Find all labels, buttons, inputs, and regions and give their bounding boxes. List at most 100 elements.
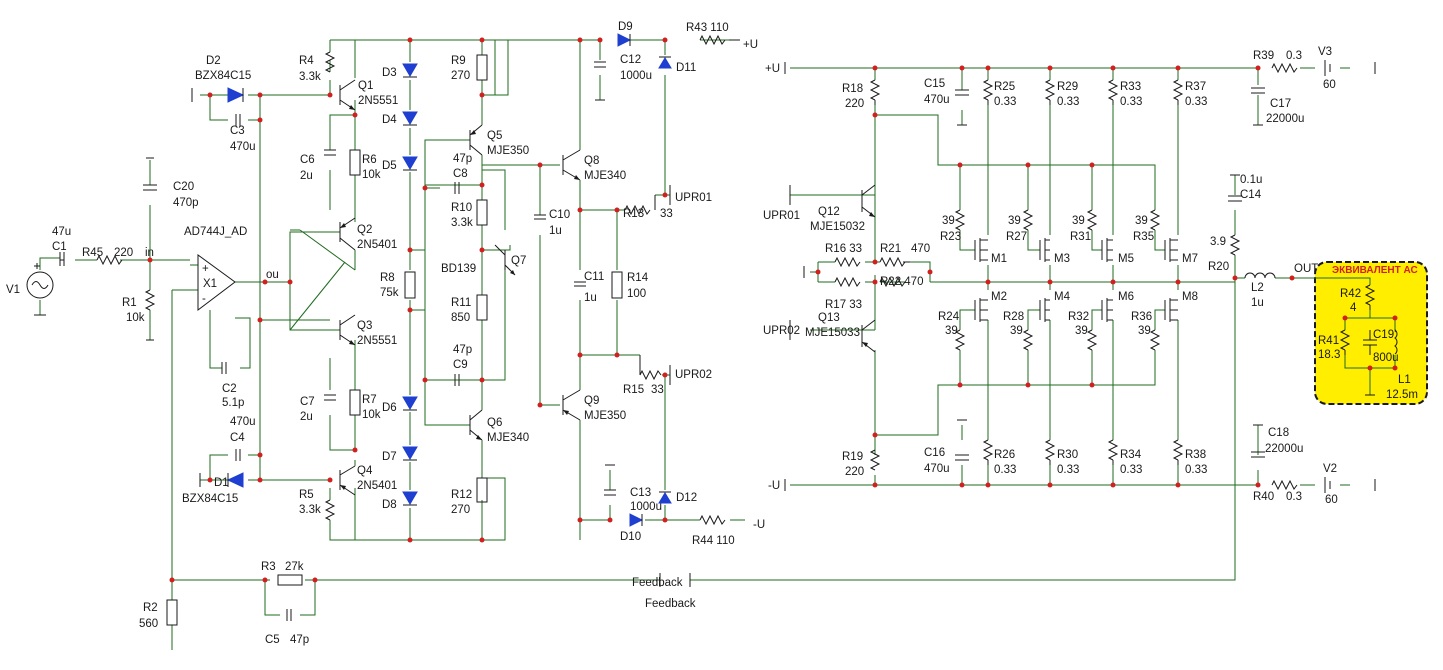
r38-resistor[interactable] xyxy=(1172,439,1184,465)
q5-transistor[interactable] xyxy=(469,124,483,156)
r15-resistor[interactable] xyxy=(639,355,662,381)
r37-resistor[interactable] xyxy=(1172,79,1184,105)
q9-transistor[interactable] xyxy=(562,389,581,421)
r20-resistor[interactable] xyxy=(1229,234,1241,256)
d7-diode[interactable] xyxy=(402,446,418,461)
r19-resistor[interactable] xyxy=(869,449,881,471)
c19-capacitor[interactable] xyxy=(1363,330,1377,355)
d3-diode[interactable] xyxy=(402,63,418,78)
q12-transistor[interactable] xyxy=(861,184,876,218)
q8-transistor[interactable] xyxy=(562,149,581,181)
d1-zener[interactable] xyxy=(199,472,244,488)
c9-capacitor[interactable] xyxy=(454,374,460,386)
q4-transistor[interactable] xyxy=(339,465,356,496)
r2-resistor[interactable] xyxy=(166,599,178,626)
c14-capacitor[interactable] xyxy=(1228,174,1242,202)
m5-mosfet[interactable] xyxy=(1101,238,1113,262)
c4-capacitor[interactable] xyxy=(235,449,241,461)
d6-diode[interactable] xyxy=(402,396,418,411)
d12-diode[interactable] xyxy=(658,491,672,504)
m2-mosfet[interactable] xyxy=(974,298,988,322)
c20-capacitor[interactable] xyxy=(143,157,157,191)
c11-capacitor[interactable] xyxy=(574,281,586,287)
r31-resistor[interactable] xyxy=(1086,209,1098,231)
c3-capacitor[interactable] xyxy=(235,114,241,126)
q1-transistor[interactable] xyxy=(339,79,356,111)
d2-zener[interactable] xyxy=(191,87,245,103)
r18-resistor[interactable] xyxy=(869,79,881,105)
v3-supply[interactable] xyxy=(1324,60,1376,76)
m1-mosfet[interactable] xyxy=(974,238,988,262)
r35-resistor[interactable] xyxy=(1149,209,1161,231)
x1-opamp[interactable]: + - xyxy=(197,254,236,312)
r44-resistor[interactable] xyxy=(699,514,726,526)
r25-resistor[interactable] xyxy=(982,79,994,105)
d5-diode[interactable] xyxy=(402,156,418,171)
v2-supply[interactable] xyxy=(1324,477,1376,493)
l1-inductor[interactable] xyxy=(1394,329,1398,355)
d9-diode[interactable] xyxy=(617,33,632,47)
m8-mosfet[interactable] xyxy=(1164,298,1178,322)
r34-resistor[interactable] xyxy=(1107,439,1119,465)
r30-resistor[interactable] xyxy=(1044,439,1056,465)
c8-capacitor[interactable] xyxy=(454,182,460,194)
c13-capacitor[interactable] xyxy=(604,464,616,496)
r33-resistor[interactable] xyxy=(1107,79,1119,105)
d10-diode[interactable] xyxy=(629,513,644,527)
q3-transistor[interactable] xyxy=(339,314,356,346)
c18-capacitor[interactable] xyxy=(1251,424,1265,458)
r12-resistor[interactable] xyxy=(476,477,488,503)
r3-resistor[interactable] xyxy=(277,574,303,586)
r43-resistor[interactable] xyxy=(699,34,740,46)
q2-transistor[interactable] xyxy=(339,217,356,251)
c5-capacitor[interactable] xyxy=(286,609,292,621)
m4-mosfet[interactable] xyxy=(1039,298,1050,322)
r5-resistor[interactable] xyxy=(324,499,336,521)
r28-resistor[interactable] xyxy=(1022,329,1034,351)
r13-resistor[interactable] xyxy=(624,195,656,216)
r32-resistor[interactable] xyxy=(1086,329,1098,351)
q7-transistor[interactable] xyxy=(494,244,516,276)
c7-capacitor[interactable] xyxy=(324,394,336,401)
v1-source[interactable] xyxy=(26,263,54,316)
d11-diode[interactable] xyxy=(658,56,672,69)
r41-resistor[interactable] xyxy=(1339,329,1351,355)
r8-resistor[interactable] xyxy=(404,271,416,299)
r23-resistor[interactable] xyxy=(954,209,966,231)
r40-resistor[interactable] xyxy=(1271,479,1298,491)
c15-capacitor[interactable] xyxy=(955,89,969,126)
c16-capacitor[interactable] xyxy=(955,419,969,461)
r42-resistor[interactable] xyxy=(1364,284,1376,310)
r39-resistor[interactable] xyxy=(1271,62,1298,74)
m6-mosfet[interactable] xyxy=(1101,298,1113,322)
c1-capacitor[interactable] xyxy=(59,252,65,266)
m3-mosfet[interactable] xyxy=(1039,238,1050,262)
r27-resistor[interactable] xyxy=(1022,209,1034,231)
r45-resistor[interactable] xyxy=(96,254,123,266)
q6-transistor[interactable] xyxy=(469,409,483,441)
r14-resistor[interactable] xyxy=(611,271,623,299)
r16-resistor[interactable] xyxy=(834,256,861,268)
q13-transistor[interactable] xyxy=(861,319,876,353)
r26-resistor[interactable] xyxy=(982,439,994,465)
r4-resistor[interactable] xyxy=(324,51,336,73)
c17-capacitor[interactable] xyxy=(1251,87,1265,126)
r10-resistor[interactable] xyxy=(476,199,488,226)
r17-resistor[interactable] xyxy=(834,276,861,288)
c2-capacitor[interactable] xyxy=(221,362,227,374)
r24-resistor[interactable] xyxy=(954,329,966,351)
m7-mosfet[interactable] xyxy=(1164,238,1178,262)
r1-resistor[interactable] xyxy=(144,289,156,311)
c6-capacitor[interactable] xyxy=(324,149,336,156)
r6-resistor[interactable] xyxy=(349,149,361,176)
r22-resistor[interactable] xyxy=(879,276,906,288)
r11-resistor[interactable] xyxy=(476,294,488,321)
d8-diode[interactable] xyxy=(402,491,418,506)
c12-capacitor[interactable] xyxy=(594,61,606,101)
c10-capacitor[interactable] xyxy=(534,214,546,220)
r29-resistor[interactable] xyxy=(1044,79,1056,105)
r7-resistor[interactable] xyxy=(349,389,361,416)
r21-resistor[interactable] xyxy=(879,256,910,268)
l2-inductor[interactable] xyxy=(1244,272,1276,279)
d4-diode[interactable] xyxy=(402,111,418,126)
